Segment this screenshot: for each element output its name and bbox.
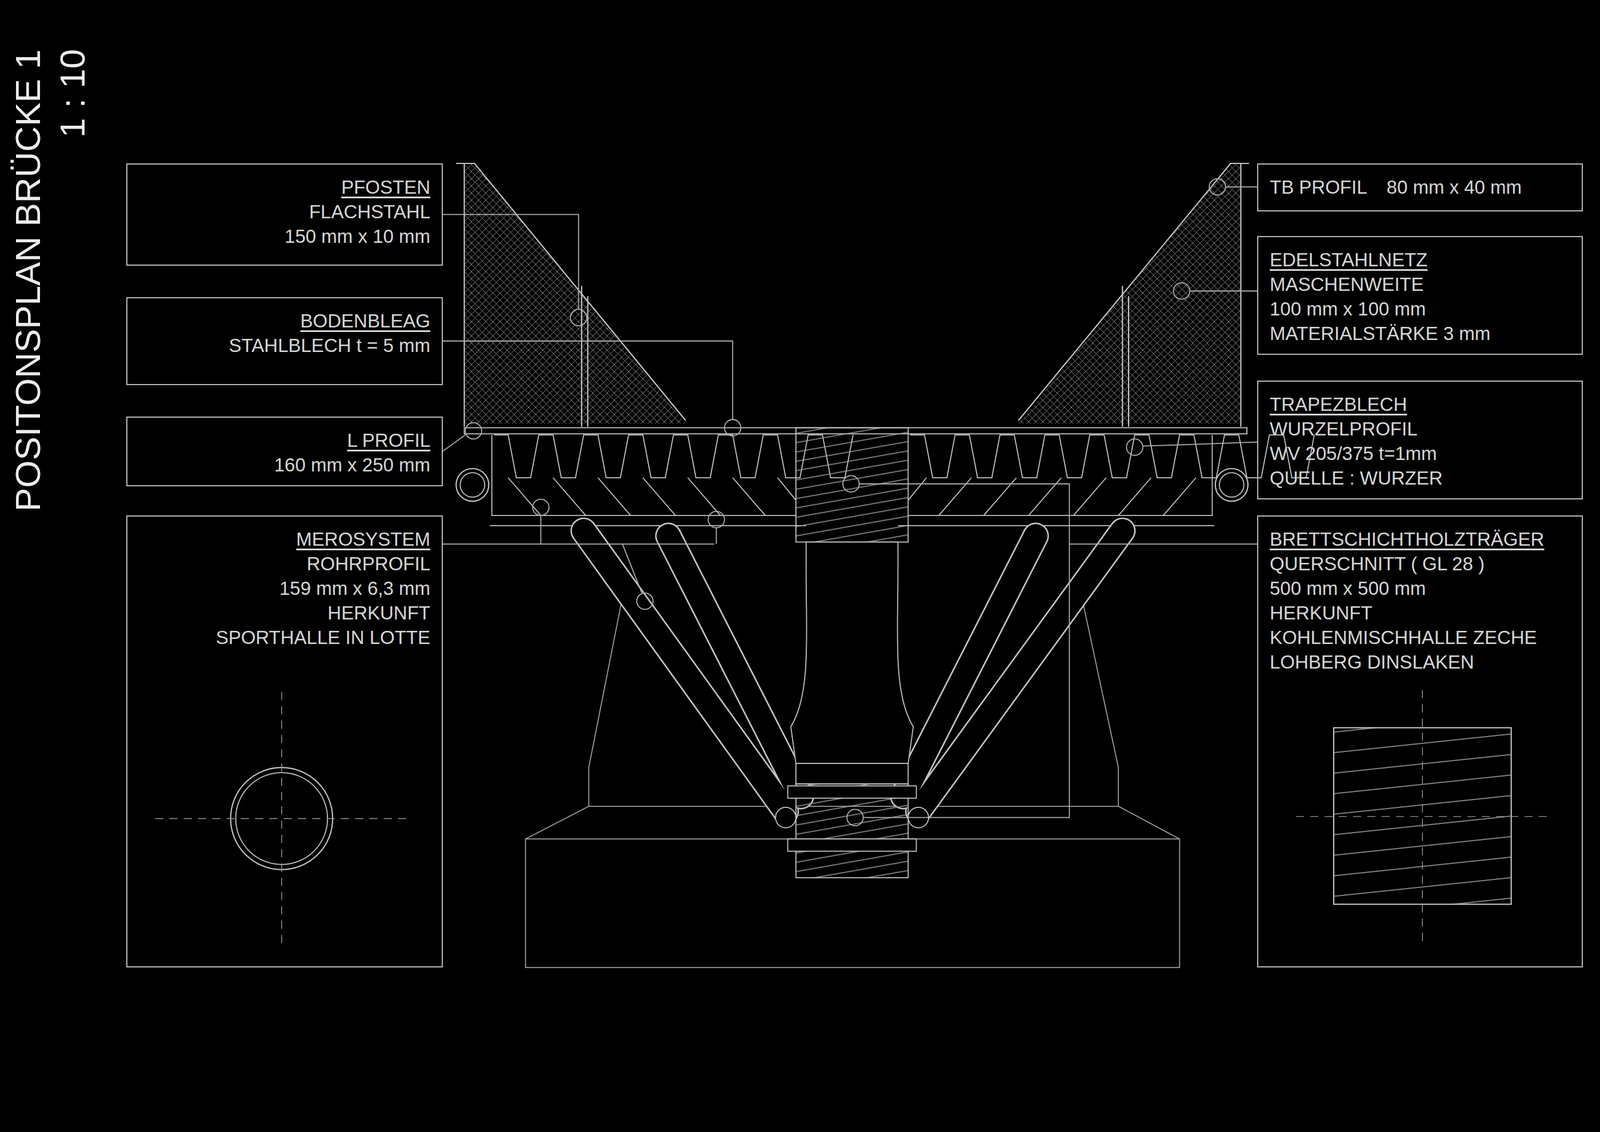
callout-box: BODENBLEAGSTAHLBLECH t = 5 mm <box>126 297 443 386</box>
callout-heading: BRETTSCHICHTHOLZTRÄGER <box>1269 526 1571 552</box>
callout-text: 500 mm x 500 mm <box>1269 576 1571 601</box>
callout-text: 150 mm x 10 mm <box>138 224 431 249</box>
callout-box: MEROSYSTEMROHRPROFIL159 mm x 6,3 mmHERKU… <box>126 515 443 968</box>
drawing-title: POSITONSPLAN BRÜCKE 1 <box>8 49 48 512</box>
callout-text: HERKUNFT <box>1269 600 1571 626</box>
callout-text: 160 mm x 250 mm <box>138 452 431 478</box>
callout-text: LOHBERG DINSLAKEN <box>1269 649 1571 675</box>
mero-tubes <box>456 468 1248 812</box>
scale-label: 1 : 10 <box>52 49 93 138</box>
callout-text: QUELLE : WURZER <box>1269 465 1571 491</box>
tube-section <box>154 692 408 944</box>
callout-text: 159 mm x 6,3 mm <box>138 576 431 601</box>
callout-box: EDELSTAHLNETZMASCHENWEITE100 mm x 100 mm… <box>1257 236 1583 355</box>
callout-heading: L PROFIL <box>138 428 431 453</box>
callout-box: L PROFIL160 mm x 250 mm <box>126 416 443 487</box>
callout-text: ROHRPROFIL <box>138 551 431 576</box>
callout-text: HERKUNFT <box>138 600 431 626</box>
callout-text: SPORTHALLE IN LOTTE <box>138 625 431 650</box>
callout-heading: MEROSYSTEM <box>138 526 431 552</box>
callout-text: KOHLENMISCHHALLE ZECHE <box>1269 625 1571 650</box>
callout-text: 80 mm x 40 mm <box>1386 174 1523 200</box>
callout-text: MATERIALSTÄRKE 3 mm <box>1269 321 1571 346</box>
callout-text: 100 mm x 100 mm <box>1269 296 1571 322</box>
callout-text: STAHLBLECH t = 5 mm <box>138 333 431 358</box>
callout-text: WV 205/375 t=1mm <box>1269 441 1571 466</box>
callout-text: WURZELPROFIL <box>1269 416 1571 442</box>
callout-text: FLACHSTAHL <box>138 199 431 224</box>
callout-heading: BODENBLEAG <box>138 308 431 334</box>
callout-text: MASCHENWEITE <box>1269 272 1571 297</box>
callout-box: TRAPEZBLECHWURZELPROFILWV 205/375 t=1mmQ… <box>1257 380 1583 500</box>
callout-text: QUERSCHNITT ( GL 28 ) <box>1269 551 1571 576</box>
timber-section <box>1296 689 1550 941</box>
callout-heading: PFOSTEN <box>138 174 431 200</box>
column <box>775 542 929 879</box>
callout-heading: TRAPEZBLECH <box>1269 392 1571 417</box>
callout-box: BRETTSCHICHTHOLZTRÄGERQUERSCHNITT ( GL 2… <box>1257 515 1583 968</box>
callout-heading: TB PROFIL <box>1269 174 1368 200</box>
callout-box: PFOSTENFLACHSTAHL150 mm x 10 mm <box>126 163 443 266</box>
callout-heading: EDELSTAHLNETZ <box>1269 247 1571 272</box>
callout-box: TB PROFIL 80 mm x 40 mm <box>1257 163 1583 212</box>
leader-lines <box>442 178 1258 826</box>
railing <box>456 163 1250 427</box>
